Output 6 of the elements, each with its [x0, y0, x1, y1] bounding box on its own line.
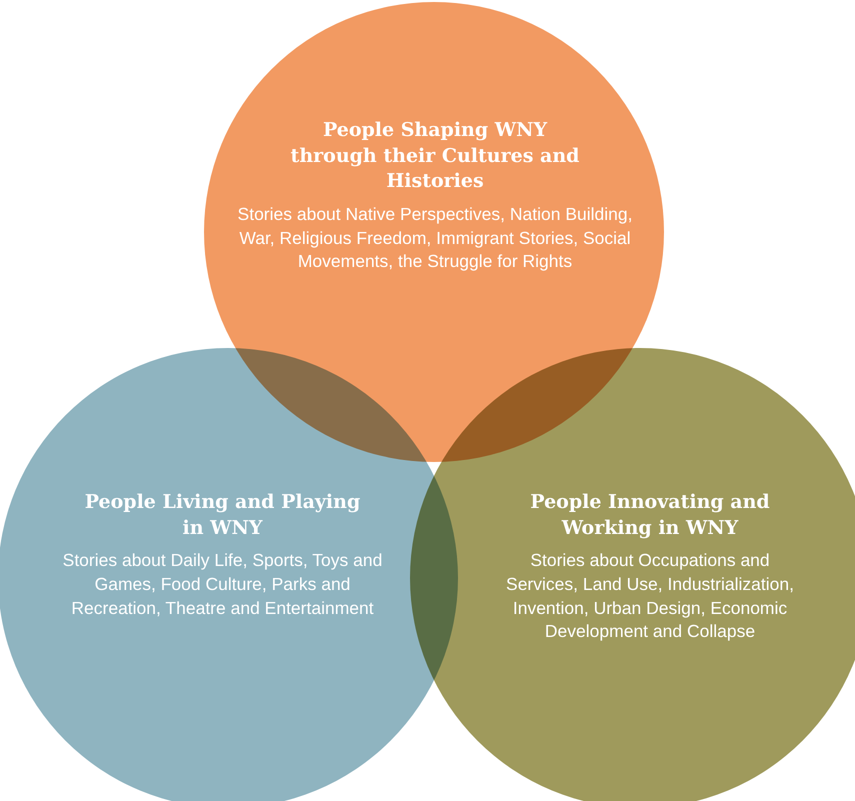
circle-description: Stories about Daily Life, Sports, Toys and Games, Food Culture, Parks and Recreation, Theatre and Entertainment	[62, 549, 384, 620]
circle-heading: People Living and Playing in WNY	[84, 490, 362, 541]
circle-heading: People Innovating and Working in WNY	[529, 490, 771, 541]
circle-description: Stories about Native Perspectives, Nation Building, War, Religious Freedom, Immigrant Stories, Social Movements, the Struggle for Rights	[236, 202, 634, 274]
circle-heading: People Shaping WNY through their Cultures and Histories	[290, 118, 580, 194]
circle-description: Stories about Occupations and Services, Land Use, Industrialization, Invention, Urban Design, Economic Development and Collapse	[505, 549, 795, 644]
